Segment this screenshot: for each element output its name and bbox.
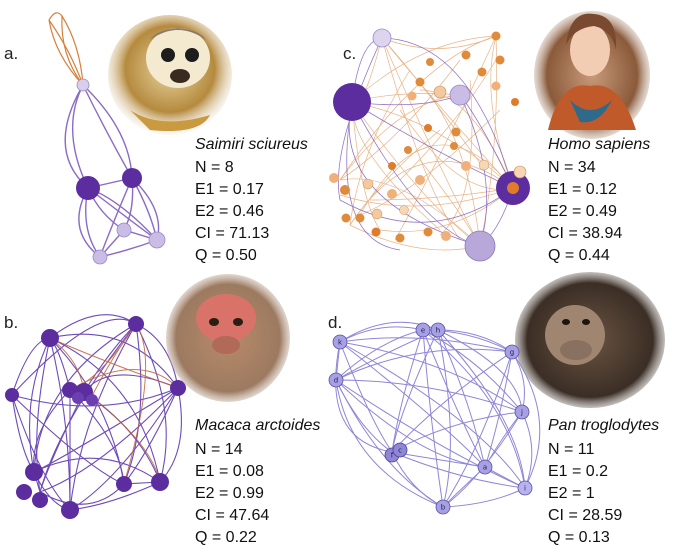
node-label: a (483, 464, 487, 472)
node-label: j (520, 409, 523, 417)
node-label: c (398, 447, 402, 455)
stat-ci: CI = 71.13 (195, 224, 269, 244)
stat-e2: E2 = 0.46 (195, 202, 264, 222)
panel-c-letter: c. (343, 44, 356, 64)
panel-d-letter: d. (328, 313, 342, 333)
stat-e2: E2 = 0.99 (195, 484, 264, 504)
panel-a-letter: a. (4, 44, 18, 64)
stat-e1: E1 = 0.12 (548, 180, 617, 200)
node-label: g (510, 349, 514, 357)
stat-ci: CI = 47.64 (195, 506, 269, 526)
node-label: b (441, 504, 446, 512)
stat-q: Q = 0.50 (195, 246, 257, 266)
node-label: i (524, 485, 526, 493)
stat-e1: E1 = 0.2 (548, 462, 608, 482)
stat-n: N = 14 (195, 440, 243, 460)
stat-e2: E2 = 1 (548, 484, 595, 504)
panel-b-letter: b. (4, 313, 18, 333)
stat-q: Q = 0.44 (548, 246, 610, 266)
stat-q: Q = 0.22 (195, 528, 257, 548)
stat-e2: E2 = 0.49 (548, 202, 617, 222)
species-name: Pan troglodytes (548, 417, 659, 435)
node-label: h (436, 327, 440, 335)
node-label: d (334, 377, 338, 385)
stat-e1: E1 = 0.08 (195, 462, 264, 482)
species-name: Saimiri sciureus (195, 136, 308, 154)
node-label: e (421, 327, 425, 335)
node-c: c (393, 443, 407, 457)
node-a: a (478, 460, 492, 474)
node-i: i (518, 481, 532, 495)
node-k: k (333, 335, 347, 349)
stat-n: N = 8 (195, 158, 234, 178)
stat-ci: CI = 28.59 (548, 506, 622, 526)
species-name: Macaca arctoides (195, 417, 320, 435)
node-d: d (329, 373, 343, 387)
node-e: e (416, 323, 430, 337)
stat-ci: CI = 38.94 (548, 224, 622, 244)
stat-q: Q = 0.13 (548, 528, 610, 548)
node-g: g (505, 345, 519, 359)
species-name: Homo sapiens (548, 136, 650, 154)
node-h: h (431, 323, 445, 337)
stat-n: N = 34 (548, 158, 596, 178)
node-b: b (436, 500, 450, 514)
stat-e1: E1 = 0.17 (195, 180, 264, 200)
stat-n: N = 11 (548, 440, 594, 460)
node-j: j (515, 405, 529, 419)
